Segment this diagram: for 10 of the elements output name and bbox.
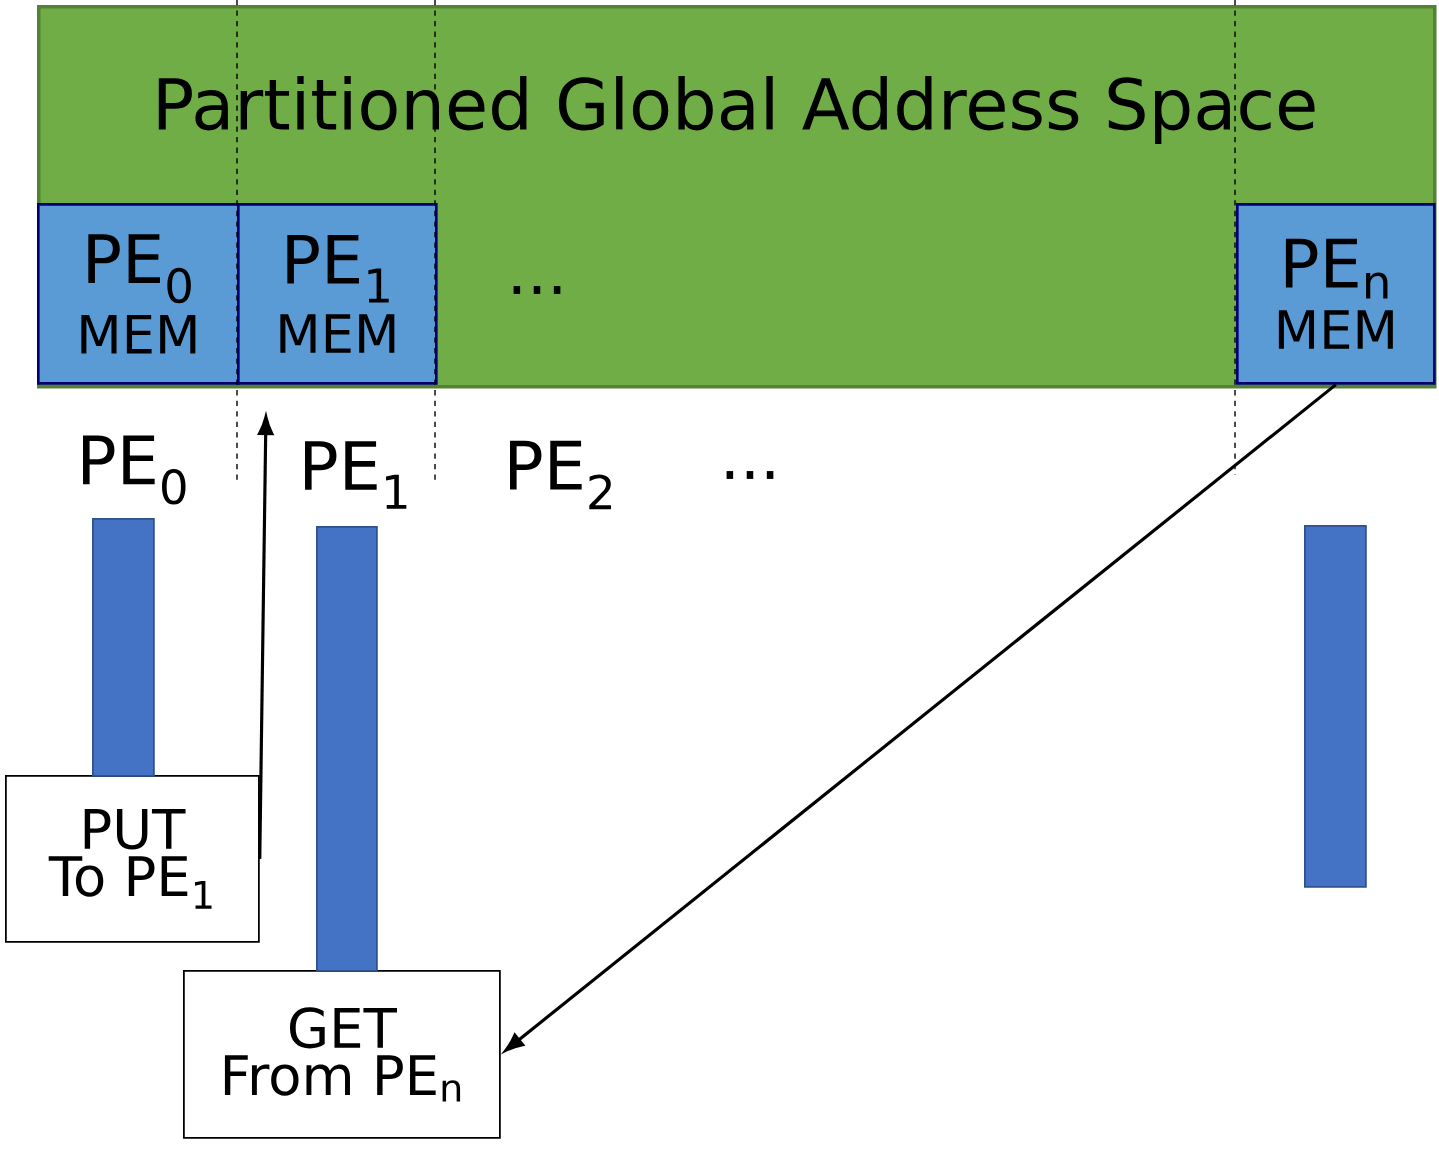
pe-label: PE$_{1}$	[305, 441, 407, 509]
ellipsis: ...	[513, 286, 561, 294]
memory-box: PE$_{1}$ MEM	[237, 203, 438, 385]
command-box: PUT To PE$_{1}$	[5, 775, 260, 943]
memory-box: PE$_{n}$ MEM	[1236, 203, 1436, 385]
command-box: GET From PE$_{n}$	[183, 970, 501, 1139]
process-bar	[92, 518, 155, 777]
memory-box: PE$_{0}$ MEM	[37, 203, 240, 385]
process-bar	[316, 526, 378, 972]
pe-label: PE$_{0}$	[83, 435, 186, 505]
